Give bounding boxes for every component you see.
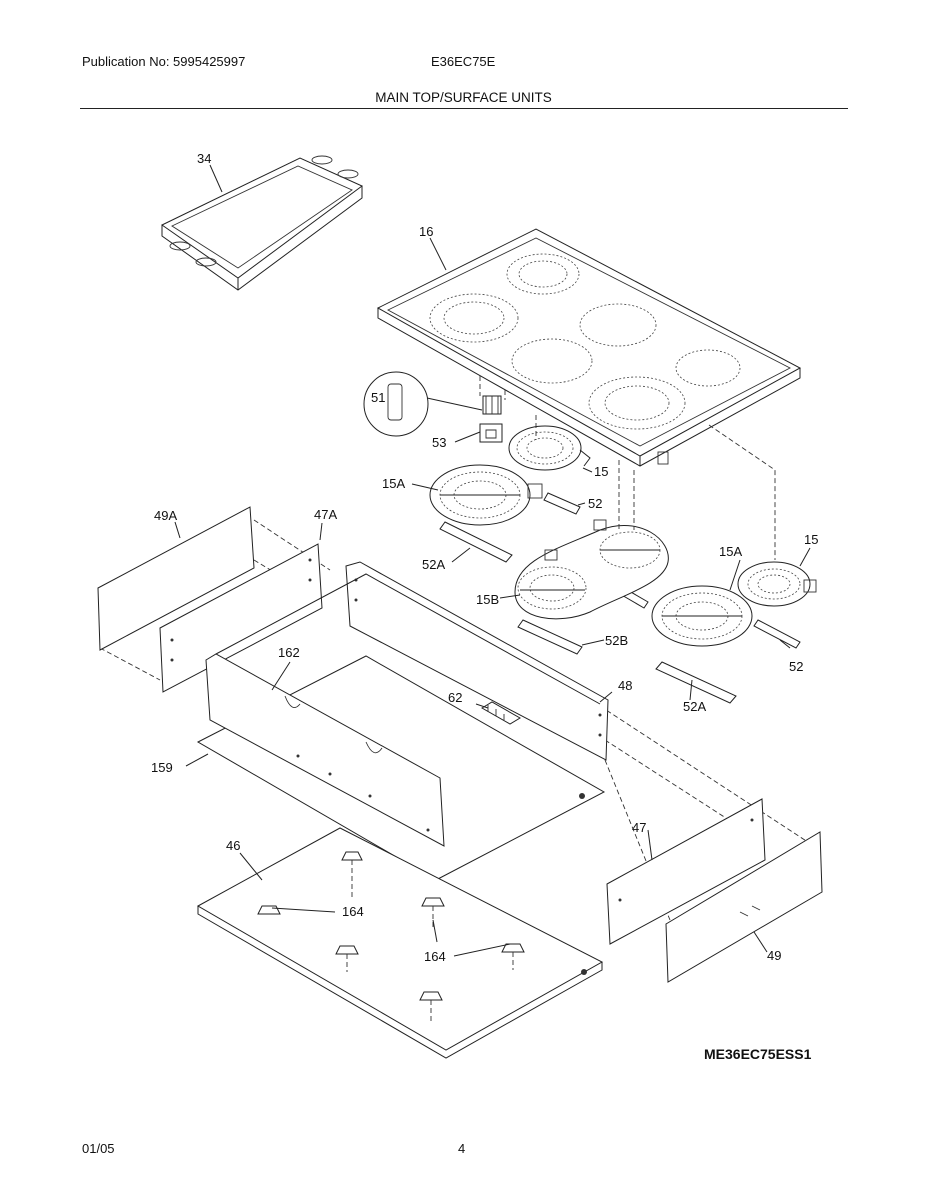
- callout-52A-right: 52A: [683, 699, 706, 714]
- callout-46: 46: [226, 838, 240, 853]
- part-panel-47A: [159, 543, 323, 693]
- callout-48: 48: [618, 678, 632, 693]
- part-element-15B: [514, 519, 669, 620]
- part-bracket-52: [439, 492, 801, 704]
- callout-52-upper: 52: [588, 496, 602, 511]
- part-panel-48: [345, 561, 609, 761]
- callout-164-lower: 164: [424, 949, 446, 964]
- model-number: E36EC75E: [431, 54, 496, 69]
- leader-lines: [174, 164, 811, 957]
- page-title: MAIN TOP/SURFACE UNITS: [375, 90, 552, 105]
- callout-51: 51: [371, 390, 385, 405]
- part-base-46: [196, 827, 604, 1059]
- callout-15-right: 15: [804, 532, 818, 547]
- part-panel-162: [205, 573, 601, 847]
- callout-49: 49: [767, 948, 781, 963]
- callout-159: 159: [151, 760, 173, 775]
- callout-16: 16: [419, 224, 433, 239]
- callout-53: 53: [432, 435, 446, 450]
- part-sensor-switch: [363, 371, 503, 443]
- callout-164-upper: 164: [342, 904, 364, 919]
- drawing-number: ME36EC75ESS1: [704, 1046, 812, 1062]
- callout-15-upper: 15: [594, 464, 608, 479]
- callout-47A: 47A: [314, 507, 337, 522]
- callout-15B: 15B: [476, 592, 499, 607]
- publication-number: Publication No: 5995425997: [82, 54, 246, 69]
- part-panel-49A: [97, 506, 255, 651]
- part-glass-cooktop: [376, 228, 802, 467]
- part-terminal-block-62: [481, 701, 521, 725]
- callout-62: 62: [448, 690, 462, 705]
- part-element-15A: [429, 464, 543, 526]
- callout-162: 162: [278, 645, 300, 660]
- callout-49A: 49A: [154, 508, 177, 523]
- page-number: 4: [458, 1141, 466, 1156]
- part-panel-49: [665, 831, 823, 983]
- part-griddle: [161, 155, 363, 291]
- callout-52B: 52B: [605, 633, 628, 648]
- part-panel-47: [606, 798, 766, 945]
- callout-47: 47: [632, 820, 646, 835]
- callout-15A-left: 15A: [382, 476, 405, 491]
- part-legs-164: [257, 851, 525, 1024]
- callout-52-right: 52: [789, 659, 803, 674]
- callout-15A-right: 15A: [719, 544, 742, 559]
- header-rule: [80, 108, 848, 109]
- callout-34: 34: [197, 151, 211, 166]
- callout-52A-left: 52A: [422, 557, 445, 572]
- footer-date: 01/05: [82, 1141, 115, 1156]
- part-element-15-small: [508, 425, 591, 471]
- part-element-15A-right: [651, 561, 817, 647]
